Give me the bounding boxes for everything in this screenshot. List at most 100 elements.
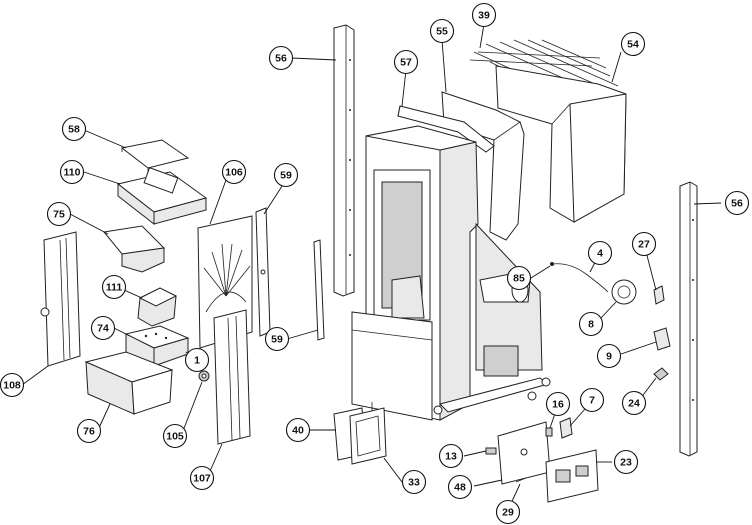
part-110-hopper (116, 167, 208, 226)
callout-label: 29 (502, 507, 514, 519)
callout-circle (46, 201, 72, 227)
callout-label: 8 (588, 319, 594, 331)
callout-7: 7 (579, 387, 605, 413)
callout-circle (587, 240, 613, 266)
callout-107: 107 (189, 465, 215, 491)
part-74-burn-pot (124, 325, 190, 367)
part-56-left-rail (333, 24, 355, 297)
callout-8: 8 (578, 311, 604, 337)
callout-circle (579, 387, 605, 413)
callout-circle (495, 499, 521, 525)
callout-label: 39 (478, 10, 490, 22)
part-107-front-door (213, 309, 251, 445)
callout-27: 27 (631, 231, 657, 257)
callout-label: 56 (275, 53, 287, 65)
callout-circle (273, 162, 299, 188)
callout-circle (189, 465, 215, 491)
callout-24: 24 (621, 390, 647, 416)
callout-label: 4 (597, 248, 603, 260)
callout-circle (59, 159, 85, 185)
callout-label: 23 (620, 457, 632, 469)
callout-circle (724, 190, 750, 216)
callout-label: 75 (53, 209, 65, 221)
callout-circle (61, 116, 87, 142)
callout-circle (264, 326, 290, 352)
callout-58: 58 (61, 116, 87, 142)
callout-54: 54 (620, 31, 646, 57)
part-48-mount-plate (497, 421, 551, 485)
part-76-ash-drawer (84, 351, 174, 415)
part-24-sensor (653, 367, 669, 381)
callout-label: 7 (589, 395, 595, 407)
callout-circle (471, 2, 497, 28)
stove-body (351, 125, 551, 421)
callout-29: 29 (495, 499, 521, 525)
callout-circle (90, 315, 116, 341)
part-111-fitting (137, 287, 178, 327)
callout-9: 9 (596, 343, 622, 369)
callout-circle (285, 417, 311, 443)
callout-16: 16 (545, 391, 571, 417)
callout-1: 1 (184, 347, 210, 373)
callout-label: 24 (628, 398, 640, 410)
callout-label: 48 (454, 482, 466, 494)
part-13-terminal (485, 447, 497, 455)
callout-label: 58 (68, 124, 80, 136)
callout-48: 48 (447, 474, 473, 500)
callout-circle (438, 443, 464, 469)
callout-74: 74 (90, 315, 116, 341)
part-7-part (559, 417, 573, 439)
callout-circle (620, 31, 646, 57)
callout-circle (76, 418, 102, 444)
callout-label: 57 (400, 57, 412, 69)
callout-label: 111 (106, 282, 123, 294)
part-8-switch (611, 279, 637, 305)
callout-label: 56 (731, 198, 743, 210)
part-33-gasket (349, 407, 387, 465)
callout-label: 55 (436, 26, 448, 38)
callout-circle (596, 343, 622, 369)
callout-label: 27 (638, 239, 650, 251)
callout-label: 108 (3, 380, 21, 392)
callout-label: 107 (193, 473, 211, 485)
part-105-knob (198, 370, 210, 382)
callout-55: 55 (429, 18, 455, 44)
callout-circle (429, 18, 455, 44)
part-56-right-rail (679, 181, 698, 457)
callout-85: 85 (506, 265, 532, 291)
part-4-cable (550, 262, 609, 293)
callout-59: 59 (273, 162, 299, 188)
callout-label: 74 (97, 323, 109, 335)
callout-label: 40 (292, 425, 304, 437)
part-27-bracket (653, 285, 665, 305)
callout-circle (545, 391, 571, 417)
callout-label: 110 (64, 167, 81, 179)
callout-40: 40 (285, 417, 311, 443)
part-54-back-panel (495, 65, 627, 223)
callout-label: 106 (225, 167, 243, 179)
callout-circle (506, 265, 532, 291)
part-23-control-board (545, 449, 599, 503)
callout-circle (221, 159, 247, 185)
callout-13: 13 (438, 443, 464, 469)
part-59-strip-a (255, 207, 271, 337)
callout-label: 33 (408, 477, 420, 489)
part-29-clip (515, 477, 527, 483)
callout-label: 1 (194, 355, 200, 367)
callout-circle (268, 45, 294, 71)
callout-110: 110 (59, 159, 85, 185)
callout-label: 85 (513, 273, 525, 285)
callout-label: 59 (280, 170, 292, 182)
callout-circle (621, 390, 647, 416)
part-16-fitting (545, 427, 553, 437)
callout-75: 75 (46, 201, 72, 227)
callout-circle (578, 311, 604, 337)
part-108-side-door (40, 231, 81, 367)
callout-circle (447, 474, 473, 500)
part-59-strip-b (313, 239, 325, 341)
callout-108: 108 (0, 372, 25, 398)
callout-59: 59 (264, 326, 290, 352)
callout-circle (162, 423, 188, 449)
